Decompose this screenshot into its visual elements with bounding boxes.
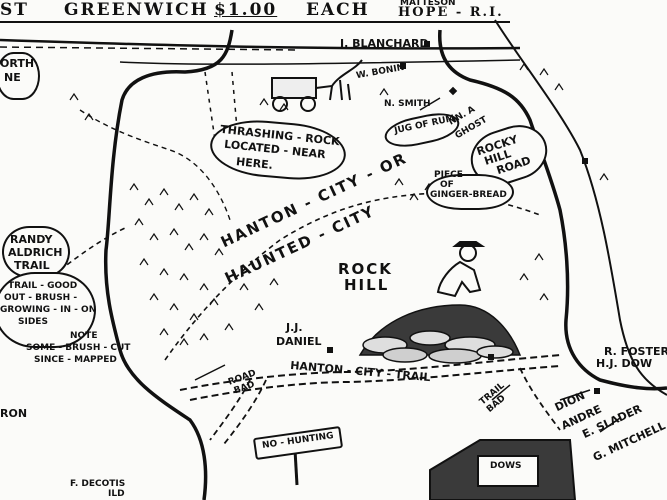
header-place: HOPE - R.I. xyxy=(398,5,504,20)
dow-label: H.J. DOW xyxy=(596,357,653,370)
header-price: $1.00 xyxy=(214,0,278,20)
randy-trail xyxy=(59,227,126,271)
north-dashes xyxy=(204,71,216,141)
store-sign: DOWS xyxy=(490,461,522,471)
daniel-label-1: J.J. xyxy=(286,321,303,334)
ginger-label-1: PIECE xyxy=(434,170,463,180)
randy-label-3: TRAIL xyxy=(14,259,50,272)
top-road-line-1 xyxy=(0,38,521,50)
header-left: ST xyxy=(0,0,29,20)
north-label-2: NE xyxy=(4,71,21,84)
ginger-bread-bubble xyxy=(426,174,514,210)
randy-label-2: ALDRICH xyxy=(8,246,63,259)
top-road-dashes xyxy=(0,46,301,51)
brush-cut-label-1: SOME - BRUSH - CUT xyxy=(26,343,131,353)
decotis-label-2: ILD xyxy=(108,489,125,499)
east-boundary xyxy=(438,29,667,391)
daniel-label-2: DANIEL xyxy=(276,335,322,348)
header-greenwich: GREENWICH xyxy=(64,0,209,20)
header-each: EACH xyxy=(306,0,370,20)
header-place-top: MATTESON xyxy=(400,0,456,8)
hanton-trail-top xyxy=(179,354,561,391)
rock-hill-label-2: HILL xyxy=(344,276,390,294)
rocky-hill-road xyxy=(494,19,667,396)
trail-good-label-4: SIDES xyxy=(18,317,48,327)
ron-label: RON xyxy=(0,407,28,420)
trail-good-label-2: OUT - BRUSH - xyxy=(4,293,78,303)
note-label: NOTE xyxy=(70,331,98,341)
decotis-label-1: F. DECOTIS xyxy=(70,479,126,489)
brush-cut-label-2: SINCE - MAPPED xyxy=(34,355,117,365)
rock-hill-label-1: ROCK xyxy=(338,260,393,278)
north-path xyxy=(79,109,231,221)
pointer-arrows xyxy=(194,97,621,433)
house-markers xyxy=(327,41,600,394)
randy-label-1: RANDY xyxy=(10,233,53,246)
ginger-label-2: OF xyxy=(440,180,454,190)
trail-good-label-3: GROWING - IN - ON xyxy=(0,305,97,315)
road-bad-trail xyxy=(209,379,251,441)
trail-good-label-1: TRAIL - GOOD xyxy=(8,281,78,291)
west-boundary xyxy=(103,29,234,500)
smith-label: N. SMITH xyxy=(384,99,431,109)
ginger-label-3: GINGER-BREAD xyxy=(430,190,507,200)
horse-wagon xyxy=(271,59,363,112)
sign-post xyxy=(293,449,299,486)
tree-symbols xyxy=(69,62,609,346)
hiker-figure xyxy=(436,241,486,298)
blanchard-label: J. BLANCHARD xyxy=(340,37,429,50)
foster-label: R. FOSTER xyxy=(604,345,667,358)
thrashing-label-3: HERE. xyxy=(235,155,274,172)
se-trail xyxy=(519,367,561,431)
rock-pile xyxy=(358,304,522,364)
north-label-1: ORTH xyxy=(0,57,35,70)
north-bubble xyxy=(0,52,40,100)
top-road-line-2 xyxy=(119,59,521,65)
trail-good-bubble xyxy=(0,272,96,348)
